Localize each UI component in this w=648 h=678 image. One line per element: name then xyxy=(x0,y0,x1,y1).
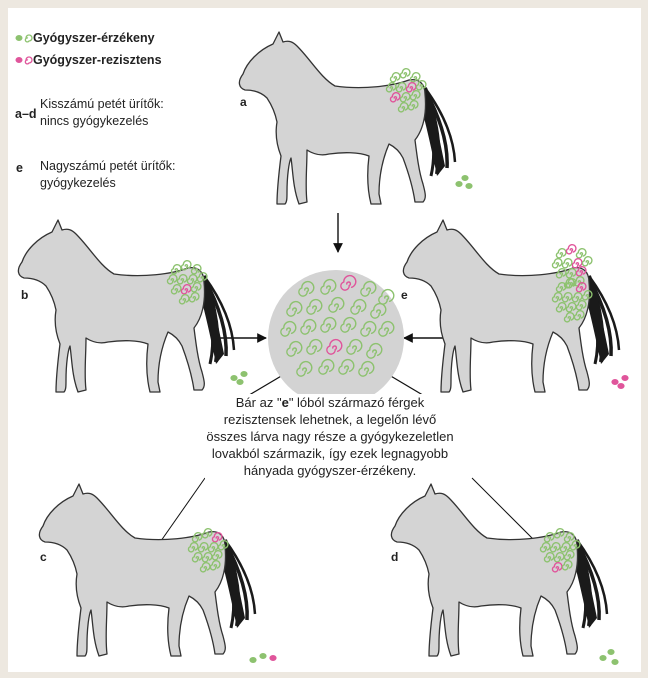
horse-c-dropping-1 xyxy=(259,653,266,659)
horse-b-figure xyxy=(12,214,242,404)
horse-a-worm-egg-1 xyxy=(400,69,409,78)
horse-a-body xyxy=(239,32,425,204)
horse-b-body xyxy=(18,220,204,392)
horse-e-worm-egg-4 xyxy=(562,259,571,268)
horse-e-worm-egg-3 xyxy=(552,259,561,268)
horse-e-body xyxy=(403,220,589,392)
horse-e-dropping-0 xyxy=(611,379,618,385)
horse-e-worm-egg-1 xyxy=(566,245,575,254)
caption-line2: rezisztensek lehetnek, a legelőn lévő xyxy=(205,411,455,428)
horse-d-dropping-1 xyxy=(607,649,614,655)
horse-b-dropping-2 xyxy=(236,379,243,385)
horse-d-body xyxy=(391,484,577,656)
caption-line1: Bár az "e" lóból származó férgek xyxy=(205,394,455,411)
horse-d-dropping-0 xyxy=(599,655,606,661)
horse-c-body xyxy=(39,484,225,656)
horse-e-dropping-1 xyxy=(621,375,628,381)
horse-a-dropping-1 xyxy=(461,175,468,181)
horse-c-dropping-0 xyxy=(249,657,256,663)
horse-a-dropping-2 xyxy=(465,183,472,189)
horse-e-worm-egg-6 xyxy=(582,257,591,266)
caption-highlight: e xyxy=(282,395,289,410)
horse-e-worm-egg-2 xyxy=(576,249,585,258)
horse-d-dropping-2 xyxy=(611,659,618,665)
horse-d-letter: d xyxy=(391,550,398,564)
caption-text: Bár az "e" lóból származó férgek reziszt… xyxy=(205,394,455,479)
horse-e-worm-egg-0 xyxy=(556,249,565,258)
horse-e-dropping-2 xyxy=(617,383,624,389)
caption-line5: hányada gyógyszer-érzékeny. xyxy=(205,462,455,479)
horse-c-figure xyxy=(33,478,263,668)
horse-c-letter: c xyxy=(40,550,47,564)
pasture-circle xyxy=(266,268,406,408)
horse-d-figure xyxy=(385,478,615,668)
horse-b-dropping-0 xyxy=(230,375,237,381)
horse-a-worm-egg-0 xyxy=(390,73,399,82)
horse-a-figure xyxy=(233,26,463,216)
horse-c-dropping-2 xyxy=(269,655,276,661)
caption-line4: lovakból származik, így ezek legnagyobb xyxy=(205,445,455,462)
caption-line3: összes lárva nagy része a gyógykezeletle… xyxy=(205,428,455,445)
horse-b-dropping-1 xyxy=(240,371,247,377)
horse-a-dropping-0 xyxy=(455,181,462,187)
horse-e-figure xyxy=(397,214,627,404)
horse-a-letter: a xyxy=(240,95,247,109)
horse-e-letter: e xyxy=(401,288,408,302)
horse-b-letter: b xyxy=(21,288,28,302)
